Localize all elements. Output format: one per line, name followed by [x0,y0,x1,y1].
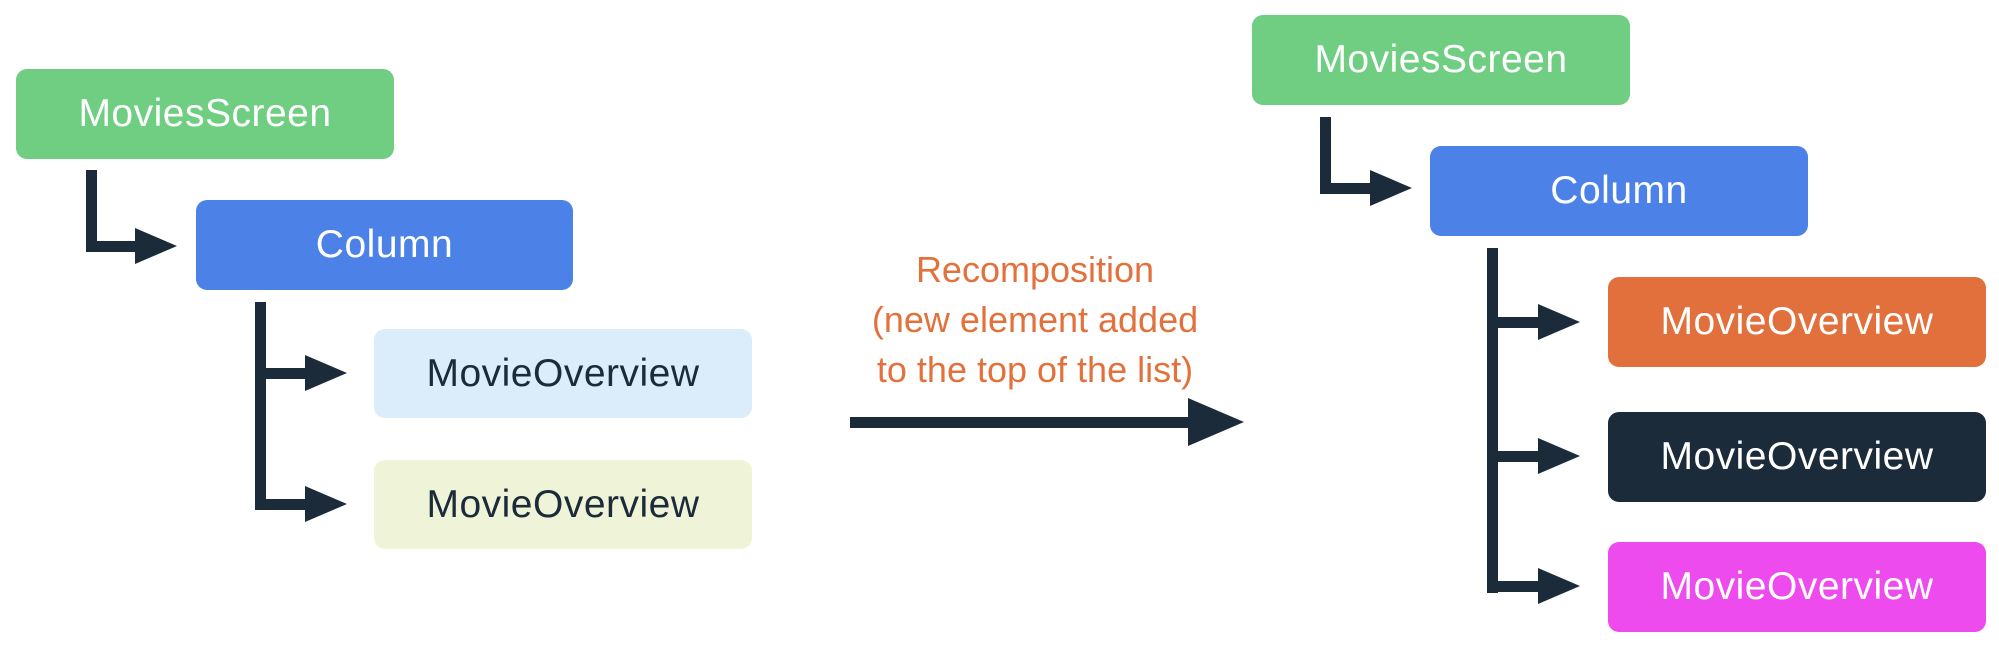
connector-right-branch-3 [1487,581,1540,592]
connector-left-root-vertical [86,170,97,252]
connector-left-branch-1 [255,368,307,379]
connector-right-branch-1 [1487,317,1540,328]
recomposition-label-line2: (new element added [871,299,1199,340]
connector-right-branch-2 [1487,451,1540,462]
connector-left-root-horizontal [86,241,137,252]
arrowhead-icon [305,355,347,391]
recomposition-arrow [850,417,1190,428]
arrowhead-icon [1538,438,1580,474]
recomposition-arrowhead-icon [1188,398,1244,446]
node-movieoverview-before-2: MovieOverview [374,460,752,549]
recomposition-label: Recomposition (new element added to the … [735,245,1335,395]
arrowhead-icon [1538,304,1580,340]
node-column-after: Column [1430,146,1808,236]
node-movieoverview-after-2: MovieOverview [1608,412,1986,502]
connector-right-root-vertical [1320,117,1331,194]
arrowhead-icon [305,486,347,522]
node-movieoverview-after-3: MovieOverview [1608,542,1986,632]
connector-left-branch-2 [255,499,307,510]
recomposition-label-line3: to the top of the list) [876,349,1194,390]
node-moviesscreen-after: MoviesScreen [1252,15,1630,105]
arrowhead-icon [1370,170,1412,206]
node-movieoverview-before-1: MovieOverview [374,329,752,418]
arrowhead-icon [1538,568,1580,604]
connector-right-column-vertical [1487,248,1498,593]
connector-right-root-horizontal [1320,183,1372,194]
node-moviesscreen-before: MoviesScreen [16,69,394,159]
node-movieoverview-after-1: MovieOverview [1608,277,1986,367]
connector-left-column-vertical [255,302,266,510]
arrowhead-icon [135,228,177,264]
recomposition-label-line1: Recomposition [915,249,1155,290]
node-column-before: Column [196,200,573,290]
